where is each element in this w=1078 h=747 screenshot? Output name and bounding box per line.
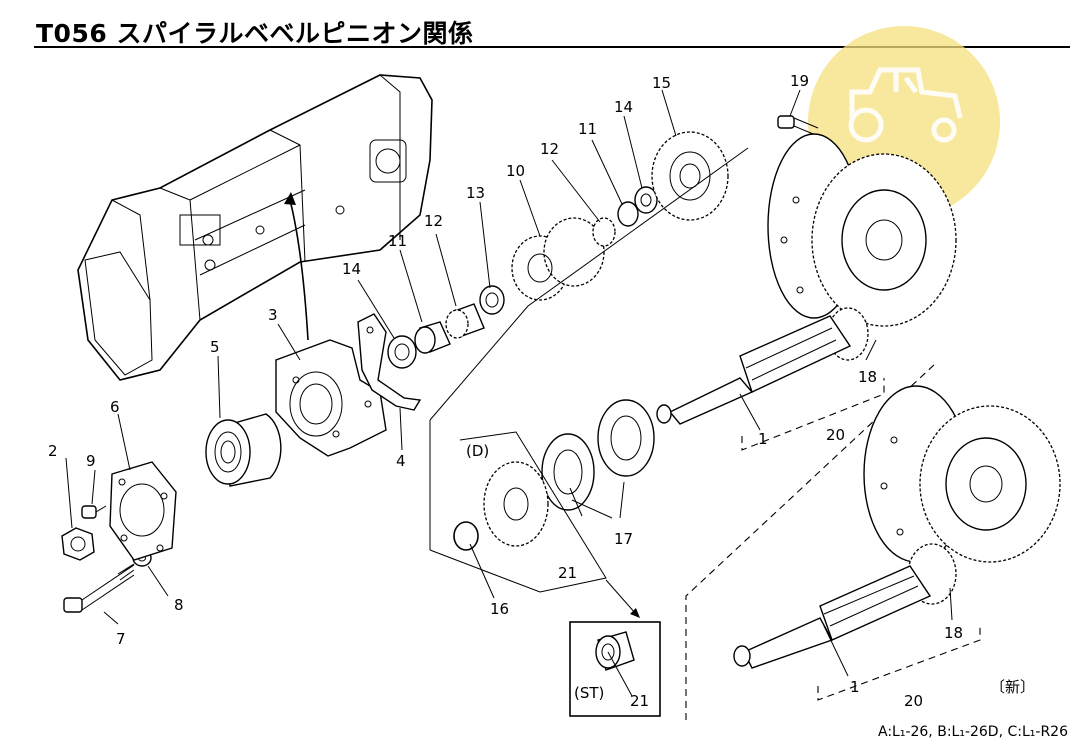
label-5: 5 [210, 338, 220, 356]
ring-gear-assembly [767, 133, 957, 327]
label-3: 3 [268, 306, 278, 324]
part-bracket-plate [357, 313, 422, 411]
part-gear-15 [651, 131, 729, 221]
part-thrust-washer-14 [387, 335, 417, 369]
part-pinion-housing [275, 339, 387, 457]
label-12b: 12 [540, 140, 559, 158]
kit-outline [429, 147, 749, 421]
page-title: T056 スパイラルベベルピニオン関係 [36, 19, 474, 48]
label-15: 15 [652, 74, 671, 92]
label-7: 7 [116, 630, 126, 648]
label-group-d: (D) [466, 442, 489, 460]
label-6: 6 [110, 398, 120, 416]
part-bearing-17b [597, 399, 655, 477]
assembly-arrow [289, 199, 309, 341]
bracket-20b [817, 624, 981, 701]
label-new-tag: 〔新〕 [990, 678, 1035, 696]
label-21a: 21 [558, 564, 577, 582]
part-needle-bearing-12b [592, 217, 616, 247]
part-collar-11b [617, 201, 639, 227]
part-needle-bearing-12 [445, 303, 485, 339]
part-bolt-19 [777, 115, 819, 137]
part-nut [61, 527, 95, 561]
label-8: 8 [174, 596, 184, 614]
label-16: 16 [490, 600, 509, 618]
label-4: 4 [396, 452, 406, 470]
part-thrust-washer-14b [634, 186, 658, 214]
group-st-box [569, 621, 661, 717]
label-9: 9 [86, 452, 96, 470]
part-collar-11 [414, 321, 451, 354]
label-10: 10 [506, 162, 525, 180]
part-long-bolt [63, 563, 135, 613]
label-14b: 14 [614, 98, 633, 116]
model-footnote: A:L₁-26, B:L₁-26D, C:L₁-R26 [877, 724, 1068, 740]
label-group-st: (ST) [574, 684, 604, 702]
st-leader [605, 579, 637, 615]
label-19: 19 [790, 72, 809, 90]
label-1a: 1 [758, 430, 768, 448]
new-assembly-dashed-line [685, 363, 936, 720]
label-2: 2 [48, 442, 58, 460]
group-d-outline [429, 431, 607, 593]
label-21b: 21 [630, 692, 649, 710]
part-ball-bearing [205, 413, 282, 487]
title-underline [34, 46, 1070, 48]
ring-gear-assembly-new [863, 385, 1061, 563]
pinion-shaft-upper [656, 307, 869, 425]
label-17: 17 [614, 530, 633, 548]
part-gear-10 [511, 217, 605, 301]
st-arrow [630, 608, 640, 618]
callout-leaders [65, 89, 953, 697]
arrow-head [284, 192, 296, 205]
part-flange-plate [109, 461, 177, 561]
label-20b: 20 [904, 692, 923, 710]
label-18b: 18 [944, 624, 963, 642]
label-20a: 20 [826, 426, 845, 444]
label-11a: 11 [388, 232, 407, 250]
part-bearing-17a [541, 433, 595, 511]
label-18a: 18 [858, 368, 877, 386]
bracket-20a [741, 378, 885, 451]
part-gear-21 [483, 461, 549, 547]
part-small-bolt [81, 505, 107, 519]
label-14a: 14 [342, 260, 361, 278]
part-ring-13 [479, 285, 505, 315]
label-12a: 12 [424, 212, 443, 230]
transmission-case [77, 74, 433, 381]
pinion-shaft-new [733, 543, 957, 669]
label-11b: 11 [578, 120, 597, 138]
label-1b: 1 [850, 678, 860, 696]
label-13: 13 [466, 184, 485, 202]
part-snap-ring-16 [453, 521, 479, 551]
